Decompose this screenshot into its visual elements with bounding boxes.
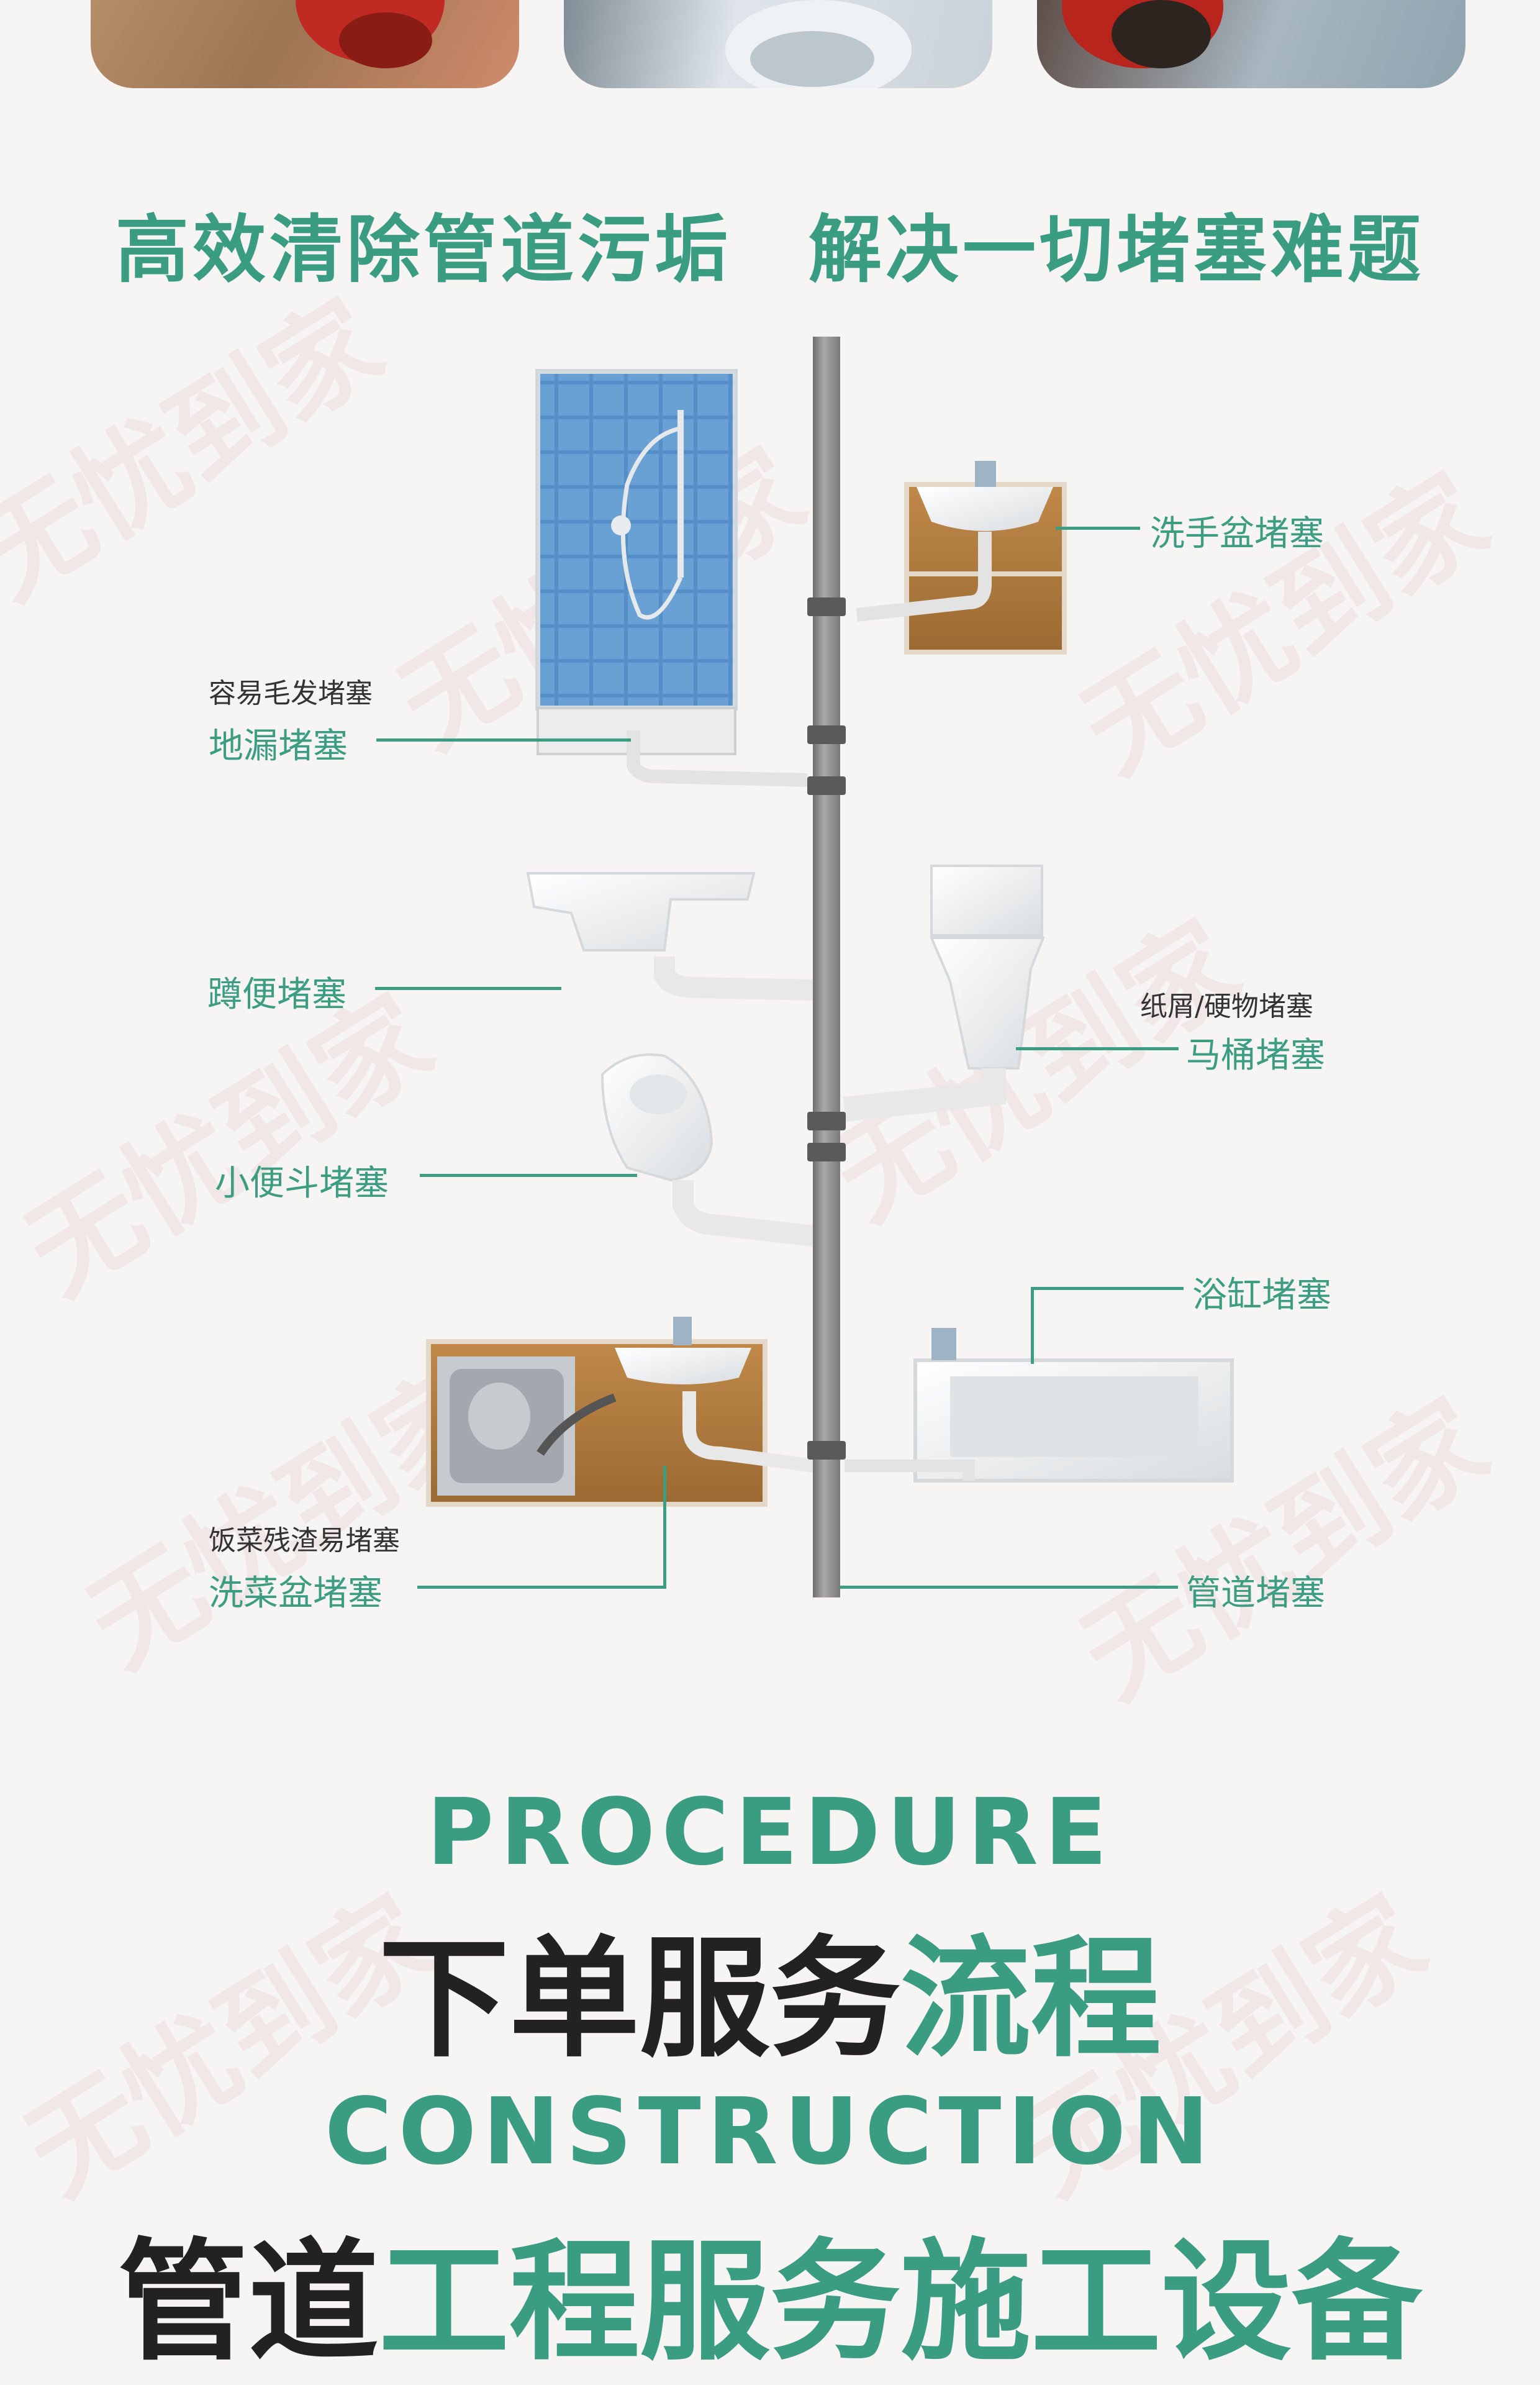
- urinal-illustration: [600, 1053, 815, 1247]
- label-pipe: 管道堵塞: [1186, 1573, 1325, 1614]
- pipe-joint: [807, 776, 846, 795]
- photo-squat-toilet: [564, 0, 992, 88]
- leader-line: [1032, 1287, 1184, 1290]
- procedure-title-zh: 下单服务流程: [0, 1893, 1540, 2082]
- photo-drain-machine-left: [91, 0, 519, 88]
- label-toilet: 马桶堵塞: [1186, 1035, 1325, 1076]
- kitchen-sink-illustration: [426, 1317, 815, 1507]
- main-drain-pipe: [813, 337, 840, 1597]
- leader-line: [417, 1586, 666, 1589]
- leader-line: [840, 1586, 1178, 1589]
- bathtub-illustration: [845, 1328, 1234, 1483]
- label-squat-toilet: 蹲便堵塞: [207, 974, 346, 1015]
- leader-line: [1031, 1287, 1034, 1364]
- label-bathtub: 浴缸堵塞: [1192, 1275, 1331, 1315]
- photo-drain-machine-right: [1037, 0, 1465, 88]
- shower-illustration: [535, 369, 808, 787]
- pipe-joint: [807, 597, 846, 616]
- squat-toilet-illustration: [526, 872, 814, 1001]
- headline: 高效清除管道污垢 解决一切堵塞难题: [115, 207, 1424, 293]
- leader-line: [1056, 527, 1140, 530]
- construction-title-green: 工程服务施工设备: [379, 2226, 1423, 2378]
- construction-title-zh: 管道工程服务施工设备: [0, 2196, 1540, 2385]
- construction-title-dark: 管道: [117, 2226, 379, 2378]
- pipe-joint: [807, 725, 846, 744]
- label-kitchen-sink: 洗菜盆堵塞: [209, 1573, 383, 1614]
- construction-title-en: CONSTRUCTION: [324, 2078, 1216, 2185]
- washbasin-illustration: [856, 461, 1067, 655]
- label-kitchen-note: 饭菜残渣易堵塞: [209, 1525, 400, 1556]
- pipe-joint: [807, 1441, 846, 1460]
- label-toilet-note: 纸屑/硬物堵塞: [1140, 991, 1313, 1022]
- leader-line: [1016, 1047, 1179, 1050]
- procedure-title-green: 流程: [900, 1923, 1162, 2075]
- pipe-joint: [807, 1112, 846, 1130]
- label-floor-drain: 地漏堵塞: [209, 726, 348, 766]
- label-urinal: 小便斗堵塞: [215, 1163, 389, 1204]
- fixtures-illustration: [426, 369, 1234, 1507]
- leader-line: [375, 987, 561, 990]
- leader-line: [663, 1466, 666, 1589]
- procedure-title-dark: 下单服务: [378, 1923, 900, 2075]
- toilet-illustration: [843, 865, 1045, 1122]
- leader-line: [376, 738, 631, 742]
- procedure-title-en: PROCEDURE: [426, 1779, 1114, 1886]
- label-washbasin: 洗手盆堵塞: [1150, 514, 1324, 554]
- leader-line: [420, 1174, 637, 1177]
- pipe-joint: [807, 1143, 846, 1161]
- label-shower-note: 容易毛发堵塞: [209, 678, 373, 709]
